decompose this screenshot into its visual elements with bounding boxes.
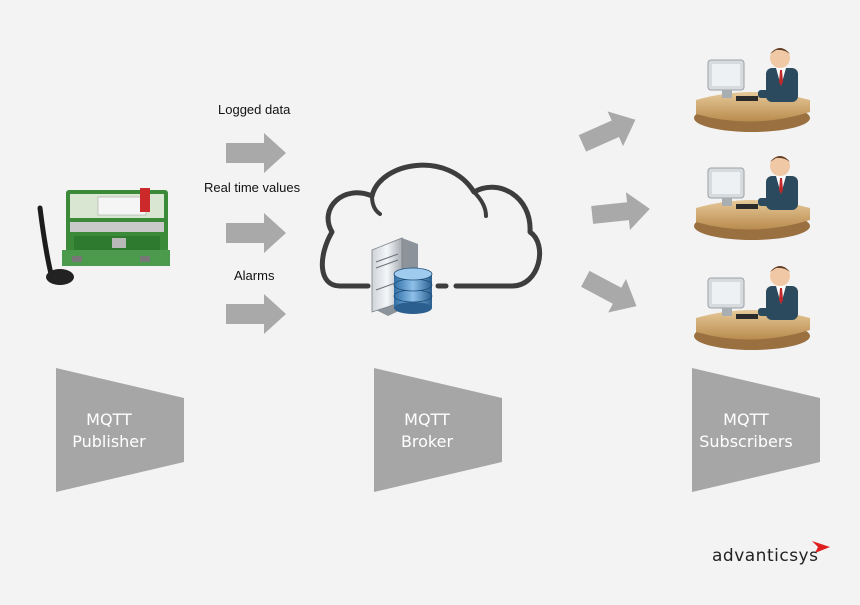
flow-label-logged: Logged data (218, 102, 291, 117)
subscriber-1 (694, 48, 810, 132)
flow-label-alarms: Alarms (234, 268, 275, 283)
broker-label-line1: MQTT (404, 410, 450, 429)
subscribers-shape (692, 368, 820, 492)
flow-label-realtime: Real time values (204, 180, 301, 195)
brand-accent-icon (812, 541, 830, 553)
flow-arrow-realtime (226, 213, 286, 253)
person-at-computer-icon (694, 48, 810, 132)
publisher-label-line1: MQTT (86, 410, 132, 429)
publisher-label-line2: Publisher (72, 432, 146, 451)
person-at-computer-icon (694, 156, 810, 240)
broker-label-line2: Broker (400, 432, 454, 451)
subscriber-2 (694, 156, 810, 240)
flow-arrow-logged (226, 133, 286, 173)
flow-arrow-alarms (226, 294, 286, 334)
subscribers-label: MQTT Subscribers (681, 409, 811, 453)
subscribers-label-line2: Subscribers (699, 432, 793, 451)
publisher-shape (56, 368, 184, 492)
cloud-icon (319, 162, 543, 289)
flow-arrow-sub-2 (591, 192, 650, 231)
iot-controller-icon (37, 188, 170, 285)
publisher-label: MQTT Publisher (44, 409, 174, 453)
flow-arrow-sub-3 (581, 270, 637, 313)
broker-shape (374, 368, 502, 492)
subscriber-3 (694, 266, 810, 350)
flow-arrow-sub-1 (578, 111, 636, 152)
broker-label: MQTT Broker (362, 409, 492, 453)
subscribers-label-line1: MQTT (723, 410, 769, 429)
server-database-icon (371, 237, 433, 316)
brand-logo: advanticsys (712, 546, 819, 566)
person-at-computer-icon (694, 266, 810, 350)
